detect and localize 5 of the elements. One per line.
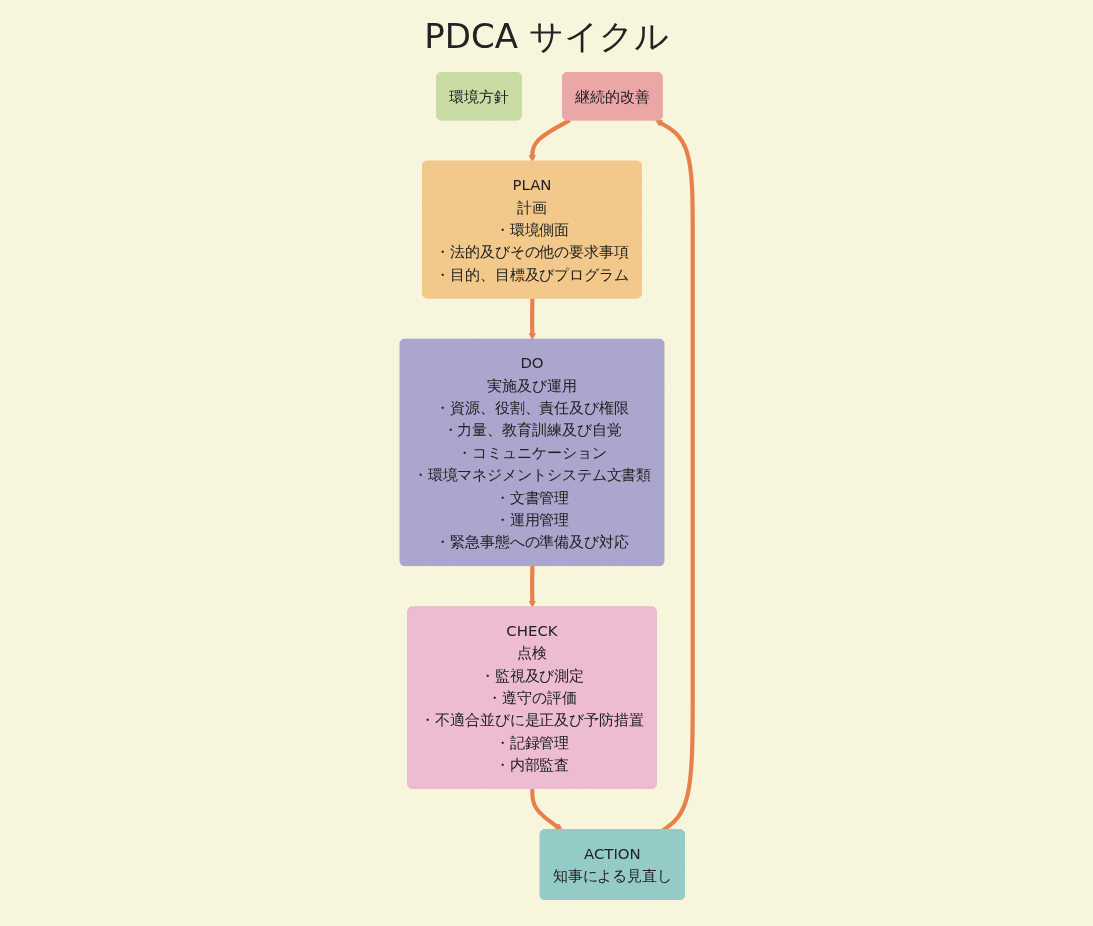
diagram-title: PDCA サイクル (423, 15, 670, 58)
arrow (528, 118, 571, 162)
arrow (530, 788, 563, 831)
arrow (528, 565, 536, 608)
arrow (528, 298, 536, 341)
